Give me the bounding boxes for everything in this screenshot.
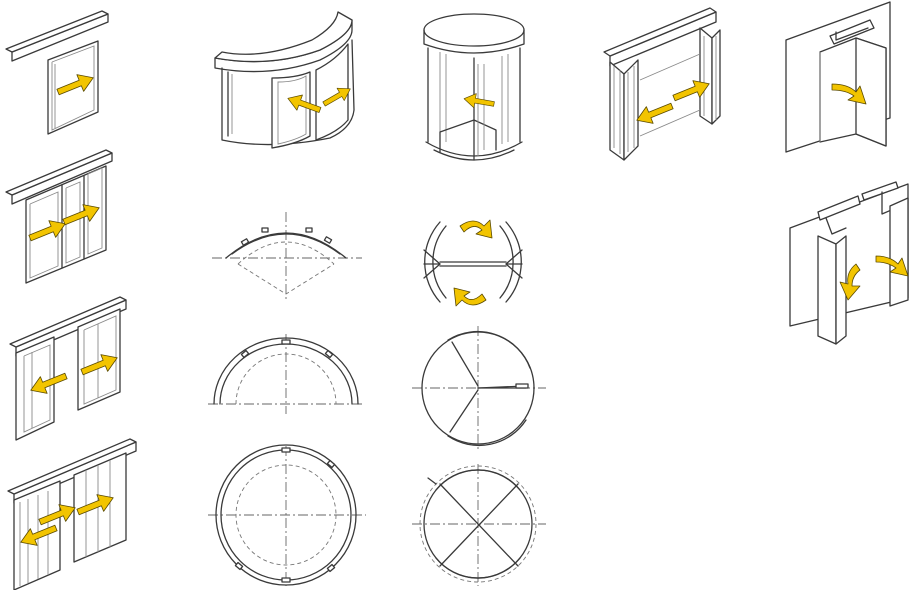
curved-plan-quarter [212,212,362,300]
curved-sliding-door-illustration [214,11,355,149]
curved-plan-full [208,444,366,586]
swing-door-double-illustration [789,181,909,345]
sliding-door-double-illustration [5,149,113,284]
revolving-plan-3-wing [412,326,546,452]
curved-plan-half [208,334,362,414]
swing-arrow-icon [839,263,861,301]
sliding-door-bi-parting-illustration [9,296,127,441]
revolving-plan-2-wing [423,219,523,307]
sliding-door-single-illustration [5,10,109,135]
revolving-door-illustration [423,13,525,161]
rotate-arrow-icon [462,91,496,112]
slide-arrow-icon [632,97,676,129]
sliding-door-telescopic-illustration [7,438,137,590]
revolving-plan-4-wing [412,464,546,586]
swing-door-single-illustration [785,1,891,153]
swing-arrow-icon [875,255,909,277]
rotate-arrow-icon [459,219,493,239]
swing-arrow-icon [831,83,867,105]
rotate-arrow-icon [453,287,487,307]
slide-arrow-icon [320,82,355,111]
folding-door-illustration [603,7,721,161]
